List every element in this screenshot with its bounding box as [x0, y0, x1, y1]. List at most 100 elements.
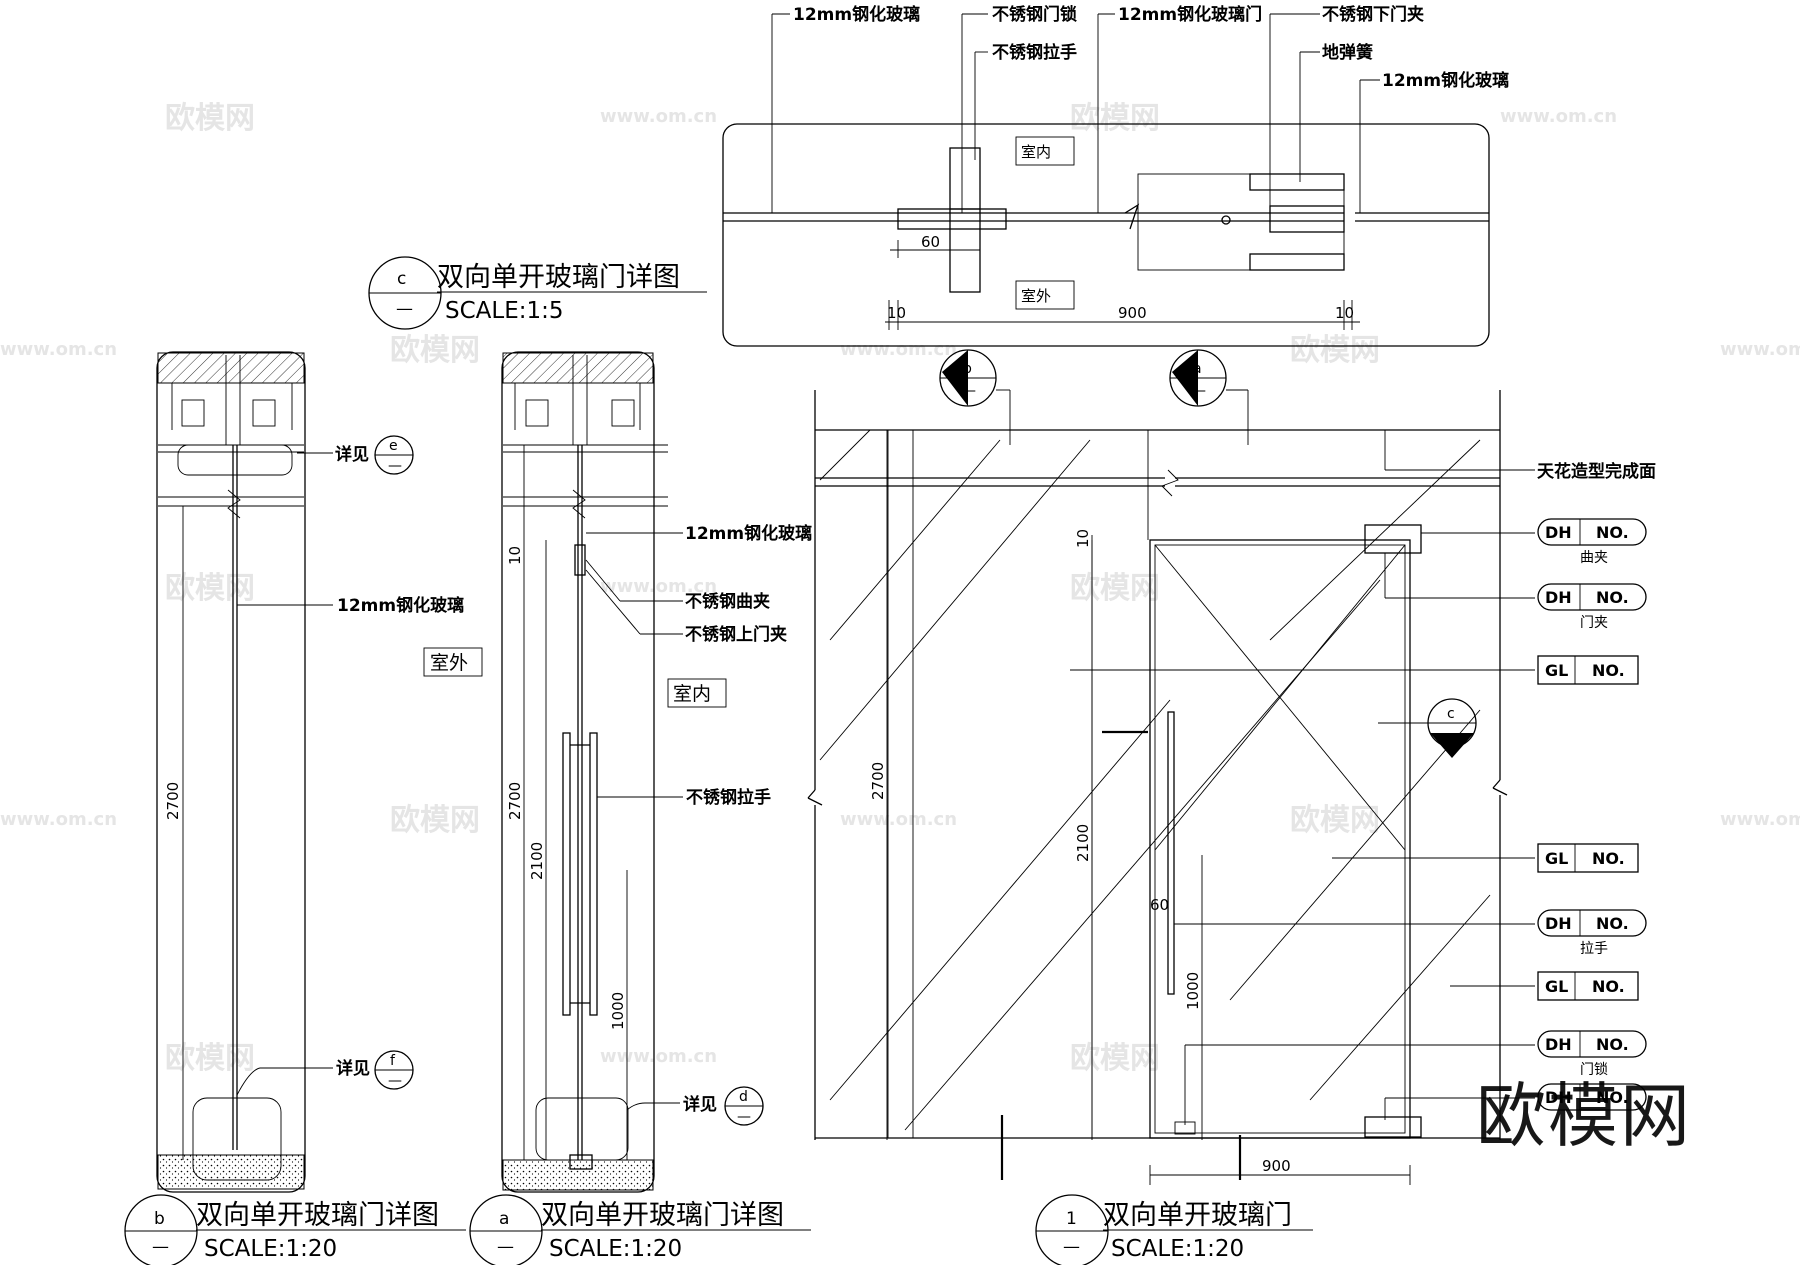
mark-e: e: [389, 438, 398, 454]
material-tag: [1537, 909, 1647, 937]
tag-note: 门夹: [1580, 615, 1608, 631]
watermark-url: www.om.cn: [1500, 106, 1617, 127]
title-1: 1 — 双向单开玻璃门 SCALE:1:20: [1035, 1194, 1313, 1268]
handle-plan: [949, 147, 981, 293]
watermark-text: 欧模网: [1070, 571, 1160, 606]
watermark-text: 欧模网: [1290, 333, 1380, 368]
label-glass-left: 12mm钢化玻璃: [793, 4, 920, 25]
title-b: b — 双向单开玻璃门详图 SCALE:1:20: [124, 1194, 466, 1268]
tag-no: NO.: [1596, 1088, 1629, 1107]
label-floor-spring: 地弹簧: [1322, 42, 1373, 63]
watermark-text: 欧模网: [1290, 803, 1380, 838]
tag-no: NO.: [1592, 977, 1625, 996]
room-out: 室外: [430, 652, 468, 674]
see-d: 详见: [683, 1094, 717, 1115]
svg-text:—: —: [1063, 1237, 1080, 1257]
section-a-title: 双向单开玻璃门详图: [541, 1200, 784, 1231]
section-b-title: 双向单开玻璃门详图: [196, 1200, 439, 1231]
watermark-url: www.om.cn: [840, 339, 957, 360]
section-a-marker: a: [1193, 361, 1202, 377]
svg-text:—: —: [1192, 383, 1206, 399]
elevation-1: b — a — 天花造型完成面 c — 2700 2100 10 60 1000…: [807, 349, 1656, 1185]
watermark-text: 欧模网: [165, 571, 255, 606]
dim-900: 900: [1118, 304, 1147, 322]
title-a: a — 双向单开玻璃门详图 SCALE:1:20: [469, 1194, 811, 1268]
svg-text:—: —: [962, 383, 976, 399]
watermark-text: 欧模网: [1070, 101, 1160, 136]
tag-no: NO.: [1592, 849, 1625, 868]
elevation-scale: SCALE:1:20: [1111, 1236, 1244, 1262]
room-in-label: 室内: [1021, 143, 1051, 161]
plan-detail-c: 12mm钢化玻璃 不锈钢门锁 不锈钢拉手 12mm钢化玻璃门 不锈钢下门夹 地弹…: [722, 4, 1509, 347]
tag-no: NO.: [1596, 914, 1629, 933]
label-glass: 12mm钢化玻璃: [685, 523, 812, 544]
pull-handle: [1167, 711, 1175, 995]
room-in: 室内: [673, 683, 711, 705]
tag-no: NO.: [1596, 523, 1629, 542]
label-handle: 不锈钢拉手: [992, 42, 1077, 63]
detail-frame: [722, 123, 1490, 347]
tag-code: DH: [1545, 1035, 1572, 1054]
dim-2700: 2700: [869, 762, 887, 800]
see-f: 详见: [336, 1058, 370, 1079]
watermark-text: 欧模网: [1070, 1041, 1160, 1076]
dim-10: 10: [506, 546, 524, 565]
material-tag: [1537, 1083, 1647, 1111]
tag-code: GL: [1545, 849, 1568, 868]
room-out-label: 室外: [1021, 287, 1051, 305]
detail-c-marker: c: [1447, 706, 1455, 722]
watermark-url: www.om.cn: [600, 1046, 717, 1067]
watermark-url: www.om.cn: [840, 809, 957, 830]
watermark-url: www.om.cn: [0, 339, 117, 360]
dim-2100: 2100: [1074, 824, 1092, 862]
svg-text:—: —: [737, 1109, 751, 1125]
watermark-url: www.om.cn: [0, 809, 117, 830]
tag-code: DH: [1545, 588, 1572, 607]
svg-text:—: —: [388, 1073, 402, 1089]
watermark-url: www.om.cn: [600, 576, 717, 597]
material-tag: [1537, 843, 1639, 873]
watermark-url: www.om.cn: [1720, 809, 1800, 830]
label-lock: 不锈钢门锁: [992, 4, 1077, 25]
section-frame: [156, 351, 306, 1193]
dim-900: 900: [1262, 1157, 1291, 1175]
dim-10: 10: [1074, 529, 1092, 548]
material-tag: [1537, 583, 1647, 611]
floor-spring: [1249, 173, 1345, 191]
tag-code: DH: [1545, 523, 1572, 542]
tag-code: DH: [1545, 1088, 1572, 1107]
watermark-text: 欧模网: [165, 1041, 255, 1076]
dim-10b: 10: [1335, 304, 1354, 322]
brand-logo: 欧模网: [1476, 1075, 1692, 1157]
label-ceiling: 天花造型完成面: [1537, 461, 1656, 482]
tag-no: NO.: [1596, 588, 1629, 607]
see-e: 详见: [335, 444, 369, 465]
section-b-marker: b: [963, 361, 972, 377]
detail-scale: SCALE:1:5: [445, 298, 564, 324]
watermark-text: 欧模网: [165, 101, 255, 136]
tag-note: 曲夹: [1580, 550, 1608, 566]
dim-2700: 2700: [506, 782, 524, 820]
dim-1000: 1000: [609, 992, 627, 1030]
material-tags: DH NO. 曲夹 DH NO. 门夹 GL NO. GL NO. DH NO.…: [1070, 518, 1647, 1125]
svg-text:—: —: [152, 1237, 169, 1257]
watermark-text: 欧模网: [390, 333, 480, 368]
label-handle: 不锈钢拉手: [686, 787, 771, 808]
tag-note: 拉手: [1580, 941, 1608, 957]
tag-note: 门锁: [1580, 1062, 1608, 1078]
section-b-scale: SCALE:1:20: [204, 1236, 337, 1262]
tag-code: GL: [1545, 977, 1568, 996]
section-a-scale: SCALE:1:20: [549, 1236, 682, 1262]
section-a: 10 2700 2100 1000 12mm钢化玻璃 不锈钢曲夹 不锈钢上门夹 …: [501, 351, 812, 1193]
tag-no: NO.: [1592, 661, 1625, 680]
svg-text:—: —: [1445, 727, 1457, 741]
elevation-title: 双向单开玻璃门: [1103, 1200, 1292, 1231]
tag-code: DH: [1545, 914, 1572, 933]
section-a-mark: a: [499, 1209, 509, 1229]
dim-1000: 1000: [1184, 972, 1202, 1010]
label-glass: 12mm钢化玻璃: [337, 595, 464, 616]
watermark-text: 欧模网: [390, 803, 480, 838]
elevation-mark: 1: [1066, 1209, 1077, 1229]
